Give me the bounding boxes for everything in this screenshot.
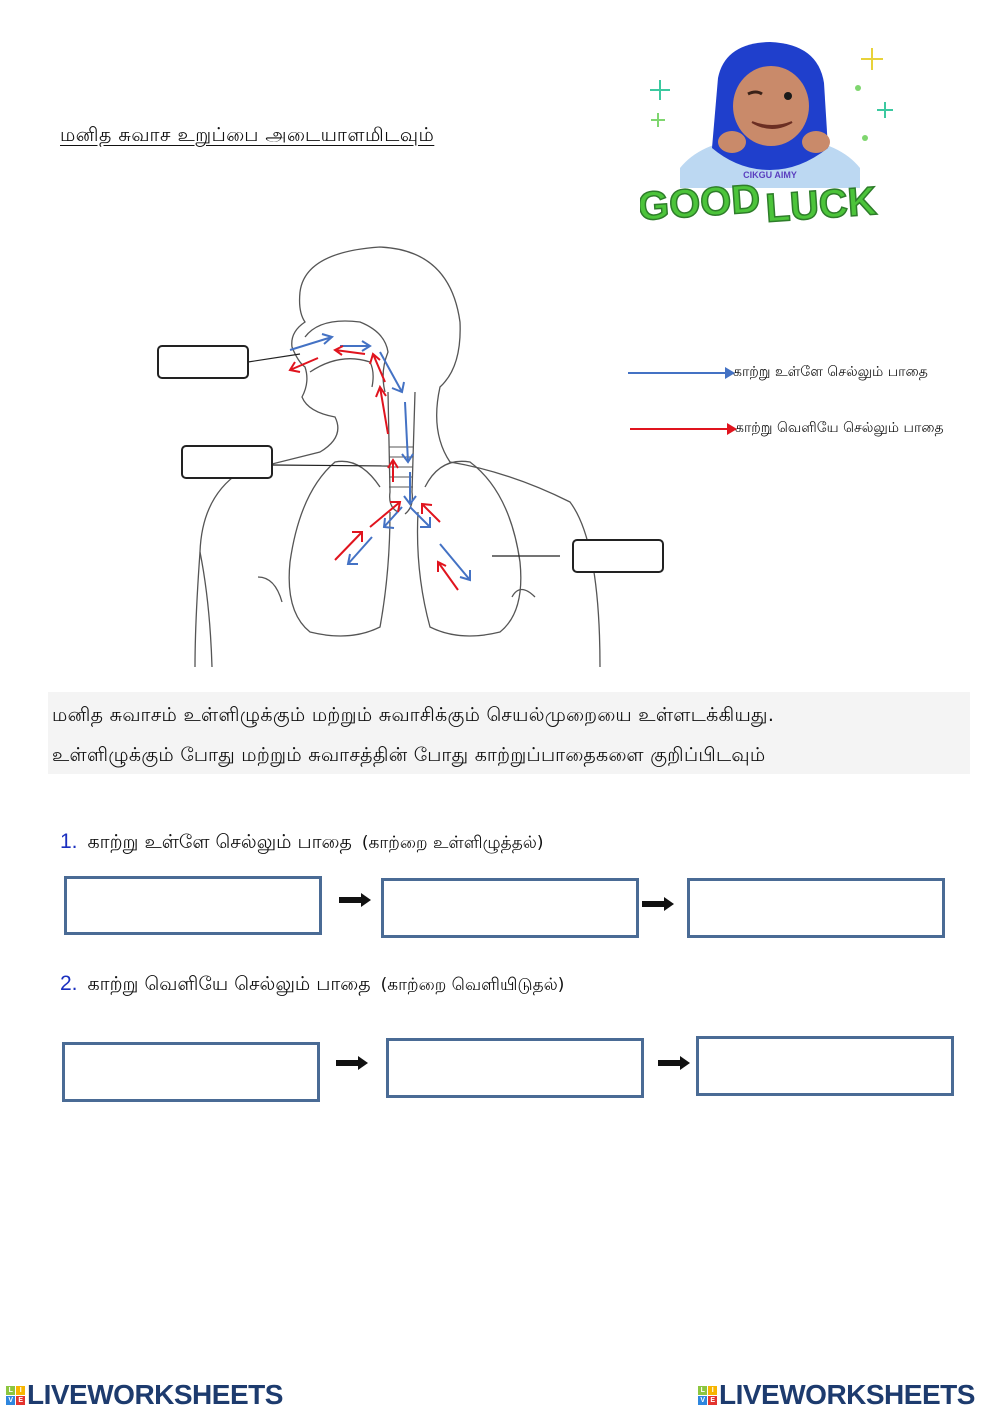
label-box-nose[interactable] (157, 345, 249, 379)
red-arrow-icon (630, 423, 737, 435)
legend-inhale: காற்று உள்ளே செல்லும் பாதை (628, 364, 928, 382)
intro-paragraph: மனித சுவாசம் உள்ளிழுக்கும் மற்றும் சுவாச… (48, 692, 970, 774)
brand-name: LIVEWORKSHEETS (27, 1379, 283, 1410)
q1-answer-box-3[interactable] (687, 878, 945, 938)
q1-answer-box-2[interactable] (381, 878, 639, 938)
good-luck-sticker: CIKGU AIMY GOOD LUCK (636, 38, 900, 232)
respiratory-system-diagram (140, 222, 680, 682)
question-2-number: 2. (60, 972, 78, 995)
question-1-number: 1. (60, 830, 78, 853)
liveworksheets-logo-right[interactable]: L I V E LIVEWORKSHEETS (698, 1379, 975, 1411)
logo-letter: V (6, 1395, 15, 1405)
right-arrow-icon (339, 893, 371, 907)
live-logo-icon: L I V E (698, 1385, 717, 1405)
liveworksheets-logo-left[interactable]: L I V E LIVEWORKSHEETS (6, 1379, 283, 1411)
question-1: 1. காற்று உள்ளே செல்லும் பாதை (காற்றை உள… (60, 830, 544, 856)
brand-name: LIVEWORKSHEETS (719, 1379, 975, 1410)
right-arrow-icon (658, 1056, 690, 1070)
question-2-text: காற்று வெளியே செல்லும் பாதை (87, 973, 371, 995)
right-arrow-icon (336, 1056, 368, 1070)
human-body-outline-icon (194, 246, 601, 668)
label-box-trachea[interactable] (181, 445, 273, 479)
q2-answer-box-2[interactable] (386, 1038, 644, 1098)
right-arrow-icon (642, 897, 674, 911)
logo-letter: E (16, 1395, 25, 1405)
question-2-paren: (காற்றை வெளியிடுதல்) (380, 975, 565, 995)
question-2: 2. காற்று வெளியே செல்லும் பாதை (காற்றை வ… (60, 972, 564, 998)
live-logo-icon: L I V E (6, 1385, 25, 1405)
q2-answer-box-3[interactable] (696, 1036, 954, 1096)
intro-line-2: உள்ளிழுக்கும் போது மற்றும் சுவாசத்தின் ப… (52, 744, 766, 766)
logo-letter: V (698, 1395, 707, 1405)
intro-line-1: மனித சுவாசம் உள்ளிழுக்கும் மற்றும் சுவாச… (52, 704, 775, 726)
logo-letter: L (6, 1385, 15, 1395)
legend-exhale: காற்று வெளியே செல்லும் பாதை (630, 420, 944, 438)
question-1-text: காற்று உள்ளே செல்லும் பாதை (87, 831, 352, 853)
q2-answer-box-1[interactable] (62, 1042, 320, 1102)
svg-text:LUCK: LUCK (764, 179, 878, 228)
logo-letter: L (698, 1385, 707, 1395)
worksheet-title: மனித சுவாச உறுப்பை அடையாளமிடவும் (60, 124, 435, 146)
logo-letter: I (16, 1385, 25, 1395)
legend-exhale-label: காற்று வெளியே செல்லும் பாதை (735, 420, 944, 436)
logo-letter: E (708, 1395, 717, 1405)
label-box-lungs[interactable] (572, 539, 664, 573)
question-1-paren: (காற்றை உள்ளிழுத்தல்) (361, 833, 544, 853)
avatar-illustration-icon: CIKGU AIMY GOOD LUCK (636, 42, 893, 232)
legend-inhale-label: காற்று உள்ளே செல்லும் பாதை (733, 364, 928, 380)
logo-letter: I (708, 1385, 717, 1395)
q1-answer-box-1[interactable] (64, 876, 322, 935)
svg-text:CIKGU AIMY: CIKGU AIMY (743, 170, 797, 180)
blue-arrow-icon (628, 367, 735, 379)
svg-text:GOOD: GOOD (640, 177, 762, 228)
